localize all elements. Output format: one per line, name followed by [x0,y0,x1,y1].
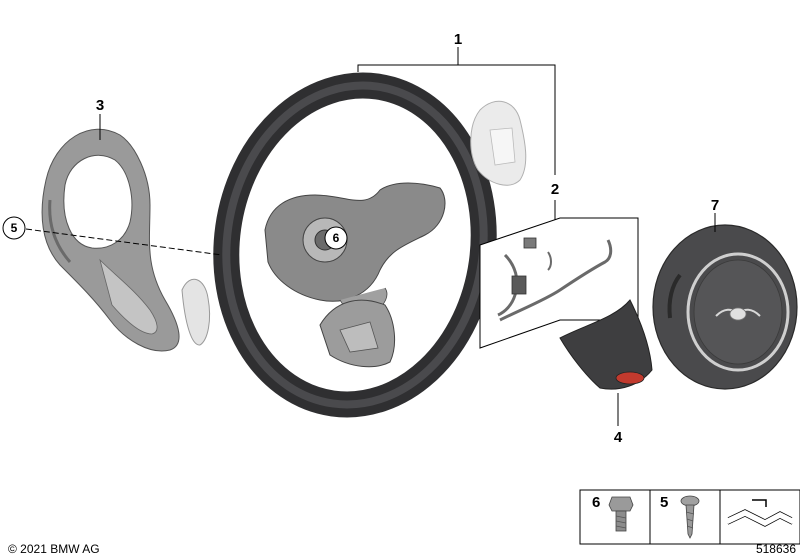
shift-paddle-right[interactable] [470,100,527,186]
callout-wiring-set: 2 [551,181,559,198]
ref-screw-number: 5 [11,221,18,235]
bolt-icon [608,496,634,532]
shift-paddle-left[interactable] [181,278,211,346]
legend-bolt-label: 6 [592,494,600,511]
sealant-symbol-icon [727,499,793,527]
airbag-module-part[interactable] [652,224,798,390]
legend-screw-label: 5 [660,494,668,511]
parts-legend: 6 5 [579,489,800,545]
callout-airbag-module: 7 [711,197,719,214]
steering-wheel-part[interactable] [206,69,504,422]
leader-lines [25,47,716,426]
circled-ref-screw: 5 [2,216,26,240]
screw-icon [680,495,700,539]
wiring-set-box[interactable] [479,217,639,349]
callout-steering-wheel: 1 [454,31,462,48]
copyright-text: © 2021 BMW AG [8,542,100,556]
diagram-number: 518636 [756,542,796,556]
lower-trim-part[interactable] [559,299,653,390]
callout-rear-cover: 3 [96,97,104,114]
ref-bolt-number: 6 [333,231,340,245]
callout-lower-trim: 4 [614,429,623,446]
circled-ref-bolt: 6 [324,226,348,250]
